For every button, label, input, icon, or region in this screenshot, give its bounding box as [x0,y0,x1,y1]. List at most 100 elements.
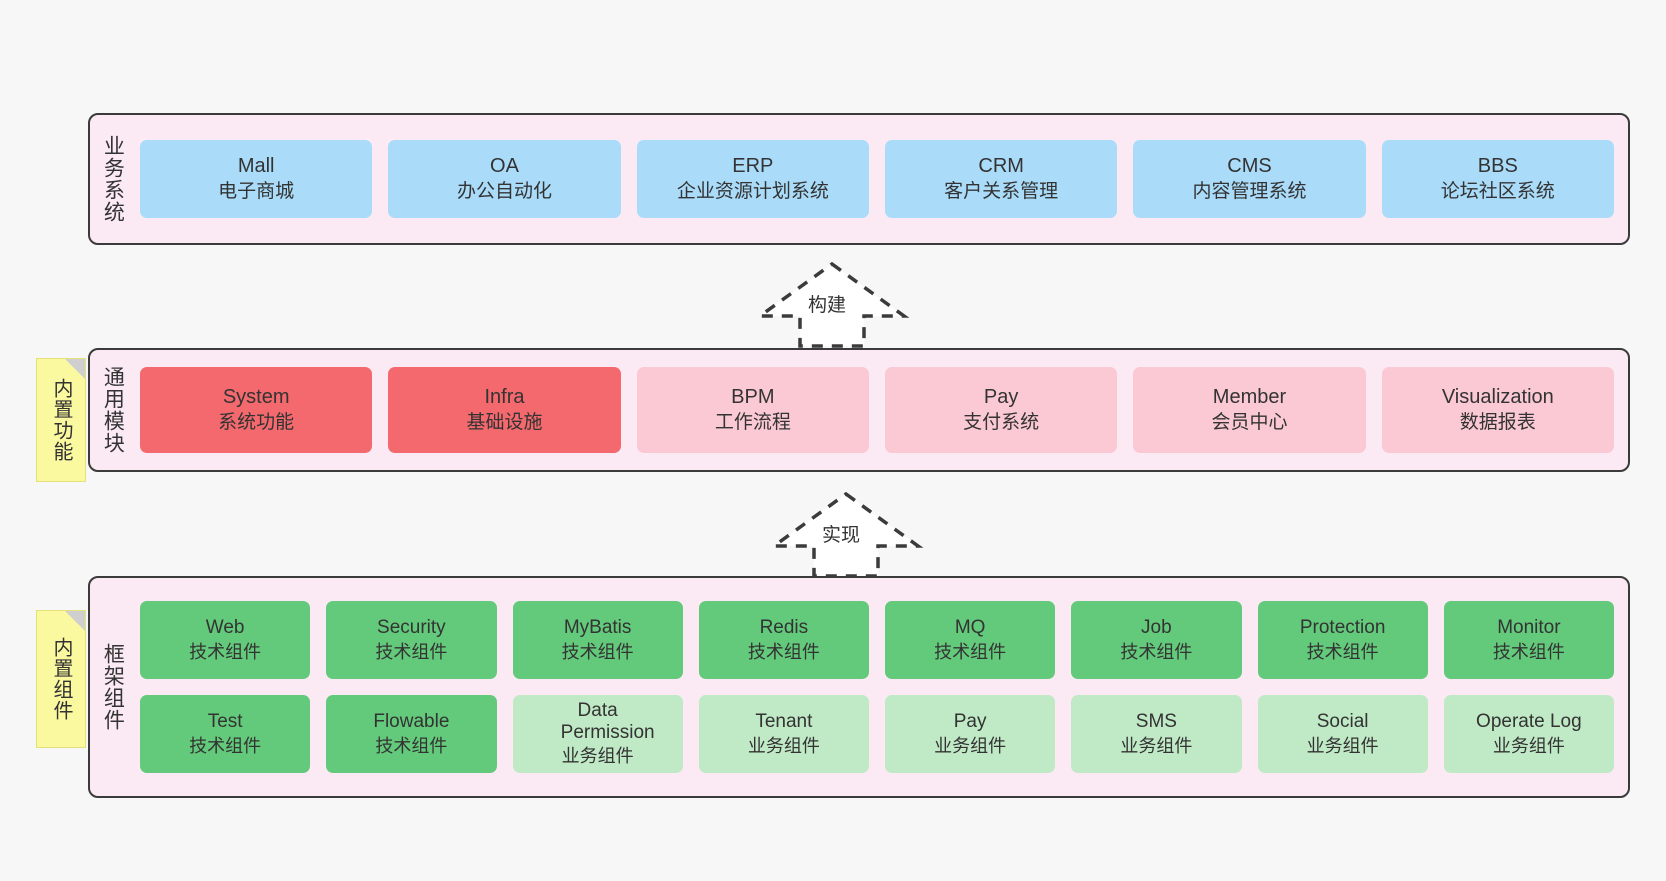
module-label-en: MQ [954,617,986,639]
module-label-cn: 系统功能 [218,411,295,433]
layer-framework-component: 框架组件 Web 技术组件 Security 技术组件 MyBatis 技术组件… [88,576,1630,798]
component-flowable[interactable]: Flowable 技术组件 [326,695,497,773]
module-label-cn: 技术组件 [375,735,448,756]
component-mq[interactable]: MQ 技术组件 [885,601,1056,679]
module-cms[interactable]: CMS 内容管理系统 [1133,140,1366,218]
module-label-en: System [222,386,290,409]
module-label-cn: 技术组件 [747,641,820,662]
module-label-en: CRM [978,155,1024,178]
module-label-en: Monitor [1497,617,1561,639]
module-label-cn: 办公自动化 [456,180,552,202]
module-label-en: Pay [983,386,1019,409]
module-pay[interactable]: Pay 支付系统 [884,367,1118,453]
module-label-cn: 技术组件 [1306,641,1379,662]
layer-business-system: 业务系统 Mall 电子商城 OA 办公自动化 ERP 企业资源计划系统 CRM… [88,113,1630,245]
component-monitor[interactable]: Monitor 技术组件 [1443,601,1614,679]
module-label-cn: 技术组件 [934,641,1007,662]
module-label-en: Data Permission [560,700,655,744]
module-label-en: Tenant [755,711,813,733]
module-label-cn: 业务组件 [561,745,634,766]
component-data-permission[interactable]: Data Permission 业务组件 [512,695,683,773]
module-row: System 系统功能 Infra 基础设施 BPM 工作流程 Pay 支付系统… [140,367,1614,453]
layer-title-common-module: 通用模块 [101,366,125,454]
module-label-cn: 业务组件 [747,735,820,756]
layer-title-business-system: 业务系统 [101,135,125,223]
module-label-cn: 客户关系管理 [944,180,1059,202]
sticky-note-builtin-component: 内置组件 [36,610,86,748]
module-crm[interactable]: CRM 客户关系管理 [884,140,1118,218]
module-label-en: OA [490,155,519,178]
module-label-cn: 支付系统 [963,411,1040,433]
layer-common-module: 通用模块 System 系统功能 Infra 基础设施 BPM 工作流程 Pay… [88,348,1630,472]
module-label-cn: 业务组件 [1120,735,1193,756]
module-label-cn: 工作流程 [714,411,791,433]
module-label-en: Web [205,617,245,639]
component-tenant[interactable]: Tenant 业务组件 [698,695,869,773]
component-mybatis[interactable]: MyBatis 技术组件 [512,601,683,679]
module-erp[interactable]: ERP 企业资源计划系统 [636,140,869,218]
module-label-en: Test [207,711,243,733]
component-protection[interactable]: Protection 技术组件 [1257,601,1428,679]
module-bpm[interactable]: BPM 工作流程 [636,367,869,453]
module-label-cn: 技术组件 [189,641,262,662]
module-label-en: MyBatis [563,617,632,639]
module-member[interactable]: Member 会员中心 [1133,367,1366,453]
module-label-en: Visualization [1441,386,1554,409]
module-system[interactable]: System 系统功能 [140,367,373,453]
component-web[interactable]: Web 技术组件 [140,601,311,679]
module-visualization[interactable]: Visualization 数据报表 [1381,367,1614,453]
component-security[interactable]: Security 技术组件 [326,601,497,679]
module-bbs[interactable]: BBS 论坛社区系统 [1381,140,1614,218]
component-redis[interactable]: Redis 技术组件 [698,601,869,679]
component-pay[interactable]: Pay 业务组件 [885,695,1056,773]
sticky-note-builtin-feature: 内置功能 [36,358,86,482]
module-label-en: Redis [759,617,809,639]
layer-body-framework-component: Web 技术组件 Security 技术组件 MyBatis 技术组件 Redi… [134,578,1628,796]
component-sms[interactable]: SMS 业务组件 [1071,695,1242,773]
module-oa[interactable]: OA 办公自动化 [388,140,621,218]
module-label-cn: 数据报表 [1459,411,1536,433]
module-label-cn: 技术组件 [375,641,448,662]
module-label-cn: 技术组件 [561,641,634,662]
layer-body-business-system: Mall 电子商城 OA 办公自动化 ERP 企业资源计划系统 CRM 客户关系… [134,115,1628,243]
connector-implement-label: 实现 [822,525,861,546]
module-label-cn: 业务组件 [934,735,1007,756]
component-social[interactable]: Social 业务组件 [1257,695,1428,773]
module-label-en: Mall [237,155,275,178]
module-label-cn: 会员中心 [1211,411,1288,433]
module-label-cn: 技术组件 [1120,641,1193,662]
module-label-cn: 业务组件 [1306,735,1379,756]
module-label-cn: 电子商城 [218,180,295,202]
module-label-cn: 论坛社区系统 [1440,180,1555,202]
module-label-en: Social [1316,711,1369,733]
sticky-note-label: 内置组件 [50,637,72,721]
module-label-en: SMS [1135,711,1177,733]
module-mall[interactable]: Mall 电子商城 [140,140,373,218]
module-label-en: Pay [953,711,987,733]
component-job[interactable]: Job 技术组件 [1071,601,1242,679]
module-label-en: CMS [1227,155,1272,178]
layer-body-common-module: System 系统功能 Infra 基础设施 BPM 工作流程 Pay 支付系统… [134,350,1628,470]
component-test[interactable]: Test 技术组件 [140,695,311,773]
module-label-cn: 基础设施 [466,411,543,433]
module-label-en: Infra [484,386,525,409]
module-label-en: Flowable [373,711,450,733]
module-label-en: Job [1141,617,1172,639]
module-label-en: Security [377,617,446,639]
module-label-cn: 业务组件 [1492,735,1565,756]
sticky-fold-corner [65,359,85,379]
component-operate-log[interactable]: Operate Log 业务组件 [1443,695,1614,773]
layer-title-framework-component: 框架组件 [101,643,125,731]
module-label-cn: 内容管理系统 [1192,180,1307,202]
module-label-en: Protection [1299,617,1386,639]
module-infra[interactable]: Infra 基础设施 [388,367,621,453]
module-label-en: ERP [732,155,774,178]
module-row: Web 技术组件 Security 技术组件 MyBatis 技术组件 Redi… [140,601,1614,679]
module-label-en: Operate Log [1476,711,1582,733]
module-row: Test 技术组件 Flowable 技术组件 Data Permission … [140,695,1614,773]
module-label-cn: 企业资源计划系统 [676,180,829,202]
module-label-cn: 技术组件 [1492,641,1565,662]
sticky-note-label: 内置功能 [50,378,72,462]
connector-build-label: 构建 [808,295,847,316]
